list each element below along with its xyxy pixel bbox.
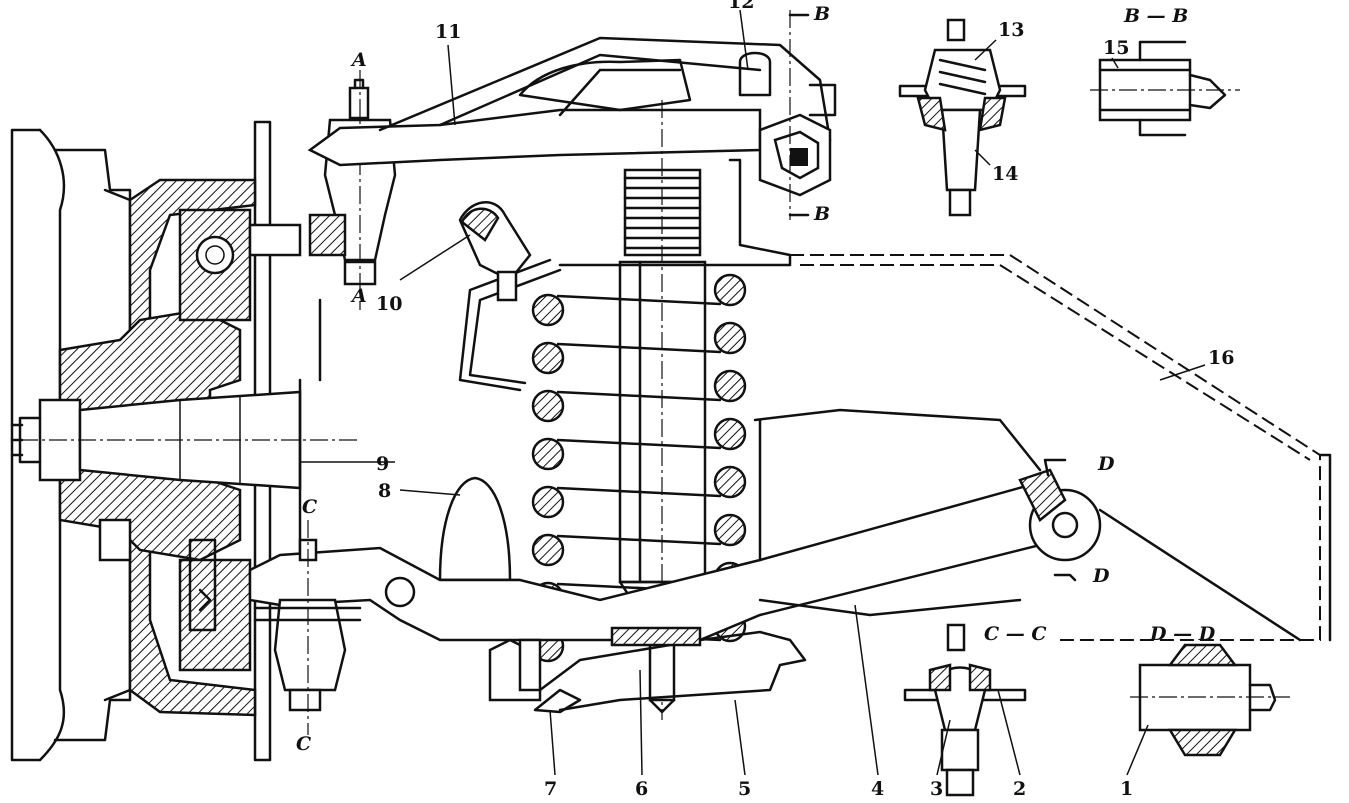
section-mark-b-bottom: B xyxy=(813,203,830,225)
inset-section-cc xyxy=(903,623,1027,797)
section-mark-b-top: B xyxy=(813,3,830,25)
upper-ball-joint xyxy=(308,70,397,310)
coil-section xyxy=(713,369,747,403)
part-label-16: 16 xyxy=(1208,347,1234,369)
coil-section xyxy=(713,513,747,547)
part-label-12: 12 xyxy=(728,0,754,13)
part-label-9: 9 xyxy=(376,453,389,475)
lower-spring-seat xyxy=(488,626,807,714)
inset-section-bb xyxy=(1090,40,1240,137)
section-mark-a-top: A xyxy=(350,49,367,71)
lower-ball-joint xyxy=(253,520,362,735)
lower-arm-pivot xyxy=(1018,458,1102,582)
part-label-11: 11 xyxy=(435,21,461,43)
coil-section xyxy=(531,389,565,423)
part-label-10: 10 xyxy=(376,293,402,315)
part-label-1: 1 xyxy=(1120,778,1133,800)
coil-section xyxy=(531,533,565,567)
part-label-13: 13 xyxy=(998,19,1024,41)
section-marks: A A B B C C D D B — B C — C D — D xyxy=(296,3,1216,755)
coil-section xyxy=(713,273,747,307)
coil-section xyxy=(531,485,565,519)
coil-wire xyxy=(556,438,722,450)
section-mark-d-top: D xyxy=(1097,453,1115,475)
coil-wire xyxy=(556,294,722,306)
part-label-2: 2 xyxy=(1013,778,1026,800)
section-title-dd: D — D xyxy=(1149,623,1216,645)
section-title-bb: B — B xyxy=(1123,5,1188,27)
part-label-4: 4 xyxy=(871,778,884,800)
coil-section xyxy=(713,465,747,499)
stub-axle xyxy=(20,298,360,692)
part-label-5: 5 xyxy=(738,778,751,800)
coil-wire xyxy=(556,342,722,354)
section-mark-a-bottom: A xyxy=(350,285,367,307)
rebound-stop xyxy=(458,201,532,302)
coil-wire xyxy=(556,486,722,498)
part-label-3: 3 xyxy=(930,778,943,800)
part-number-labels: 1 2 3 4 5 6 7 8 9 10 11 12 13 14 15 16 xyxy=(376,0,1234,800)
section-mark-c-bottom: C xyxy=(296,733,311,755)
part-label-6: 6 xyxy=(635,778,648,800)
upper-control-arm xyxy=(307,10,837,220)
coil-section xyxy=(531,341,565,375)
coil-section xyxy=(713,321,747,355)
section-title-cc: C — C xyxy=(984,623,1046,645)
coil-section xyxy=(531,437,565,471)
coil-section xyxy=(531,293,565,327)
inset-section-dd xyxy=(1130,643,1290,757)
coil-wire xyxy=(556,390,722,402)
frame-outline xyxy=(790,254,1332,642)
part-label-7: 7 xyxy=(544,778,557,800)
inset-upper-ball-joint xyxy=(898,18,1027,217)
part-label-14: 14 xyxy=(992,163,1018,185)
leader-lines xyxy=(300,9,1206,776)
part-label-8: 8 xyxy=(378,480,391,502)
section-mark-c-top: C xyxy=(302,496,317,518)
coil-section xyxy=(713,417,747,451)
part-label-15: 15 xyxy=(1103,37,1129,59)
section-mark-d-bottom: D xyxy=(1092,565,1110,587)
bump-stop xyxy=(428,476,522,592)
coil-wire xyxy=(556,534,722,546)
